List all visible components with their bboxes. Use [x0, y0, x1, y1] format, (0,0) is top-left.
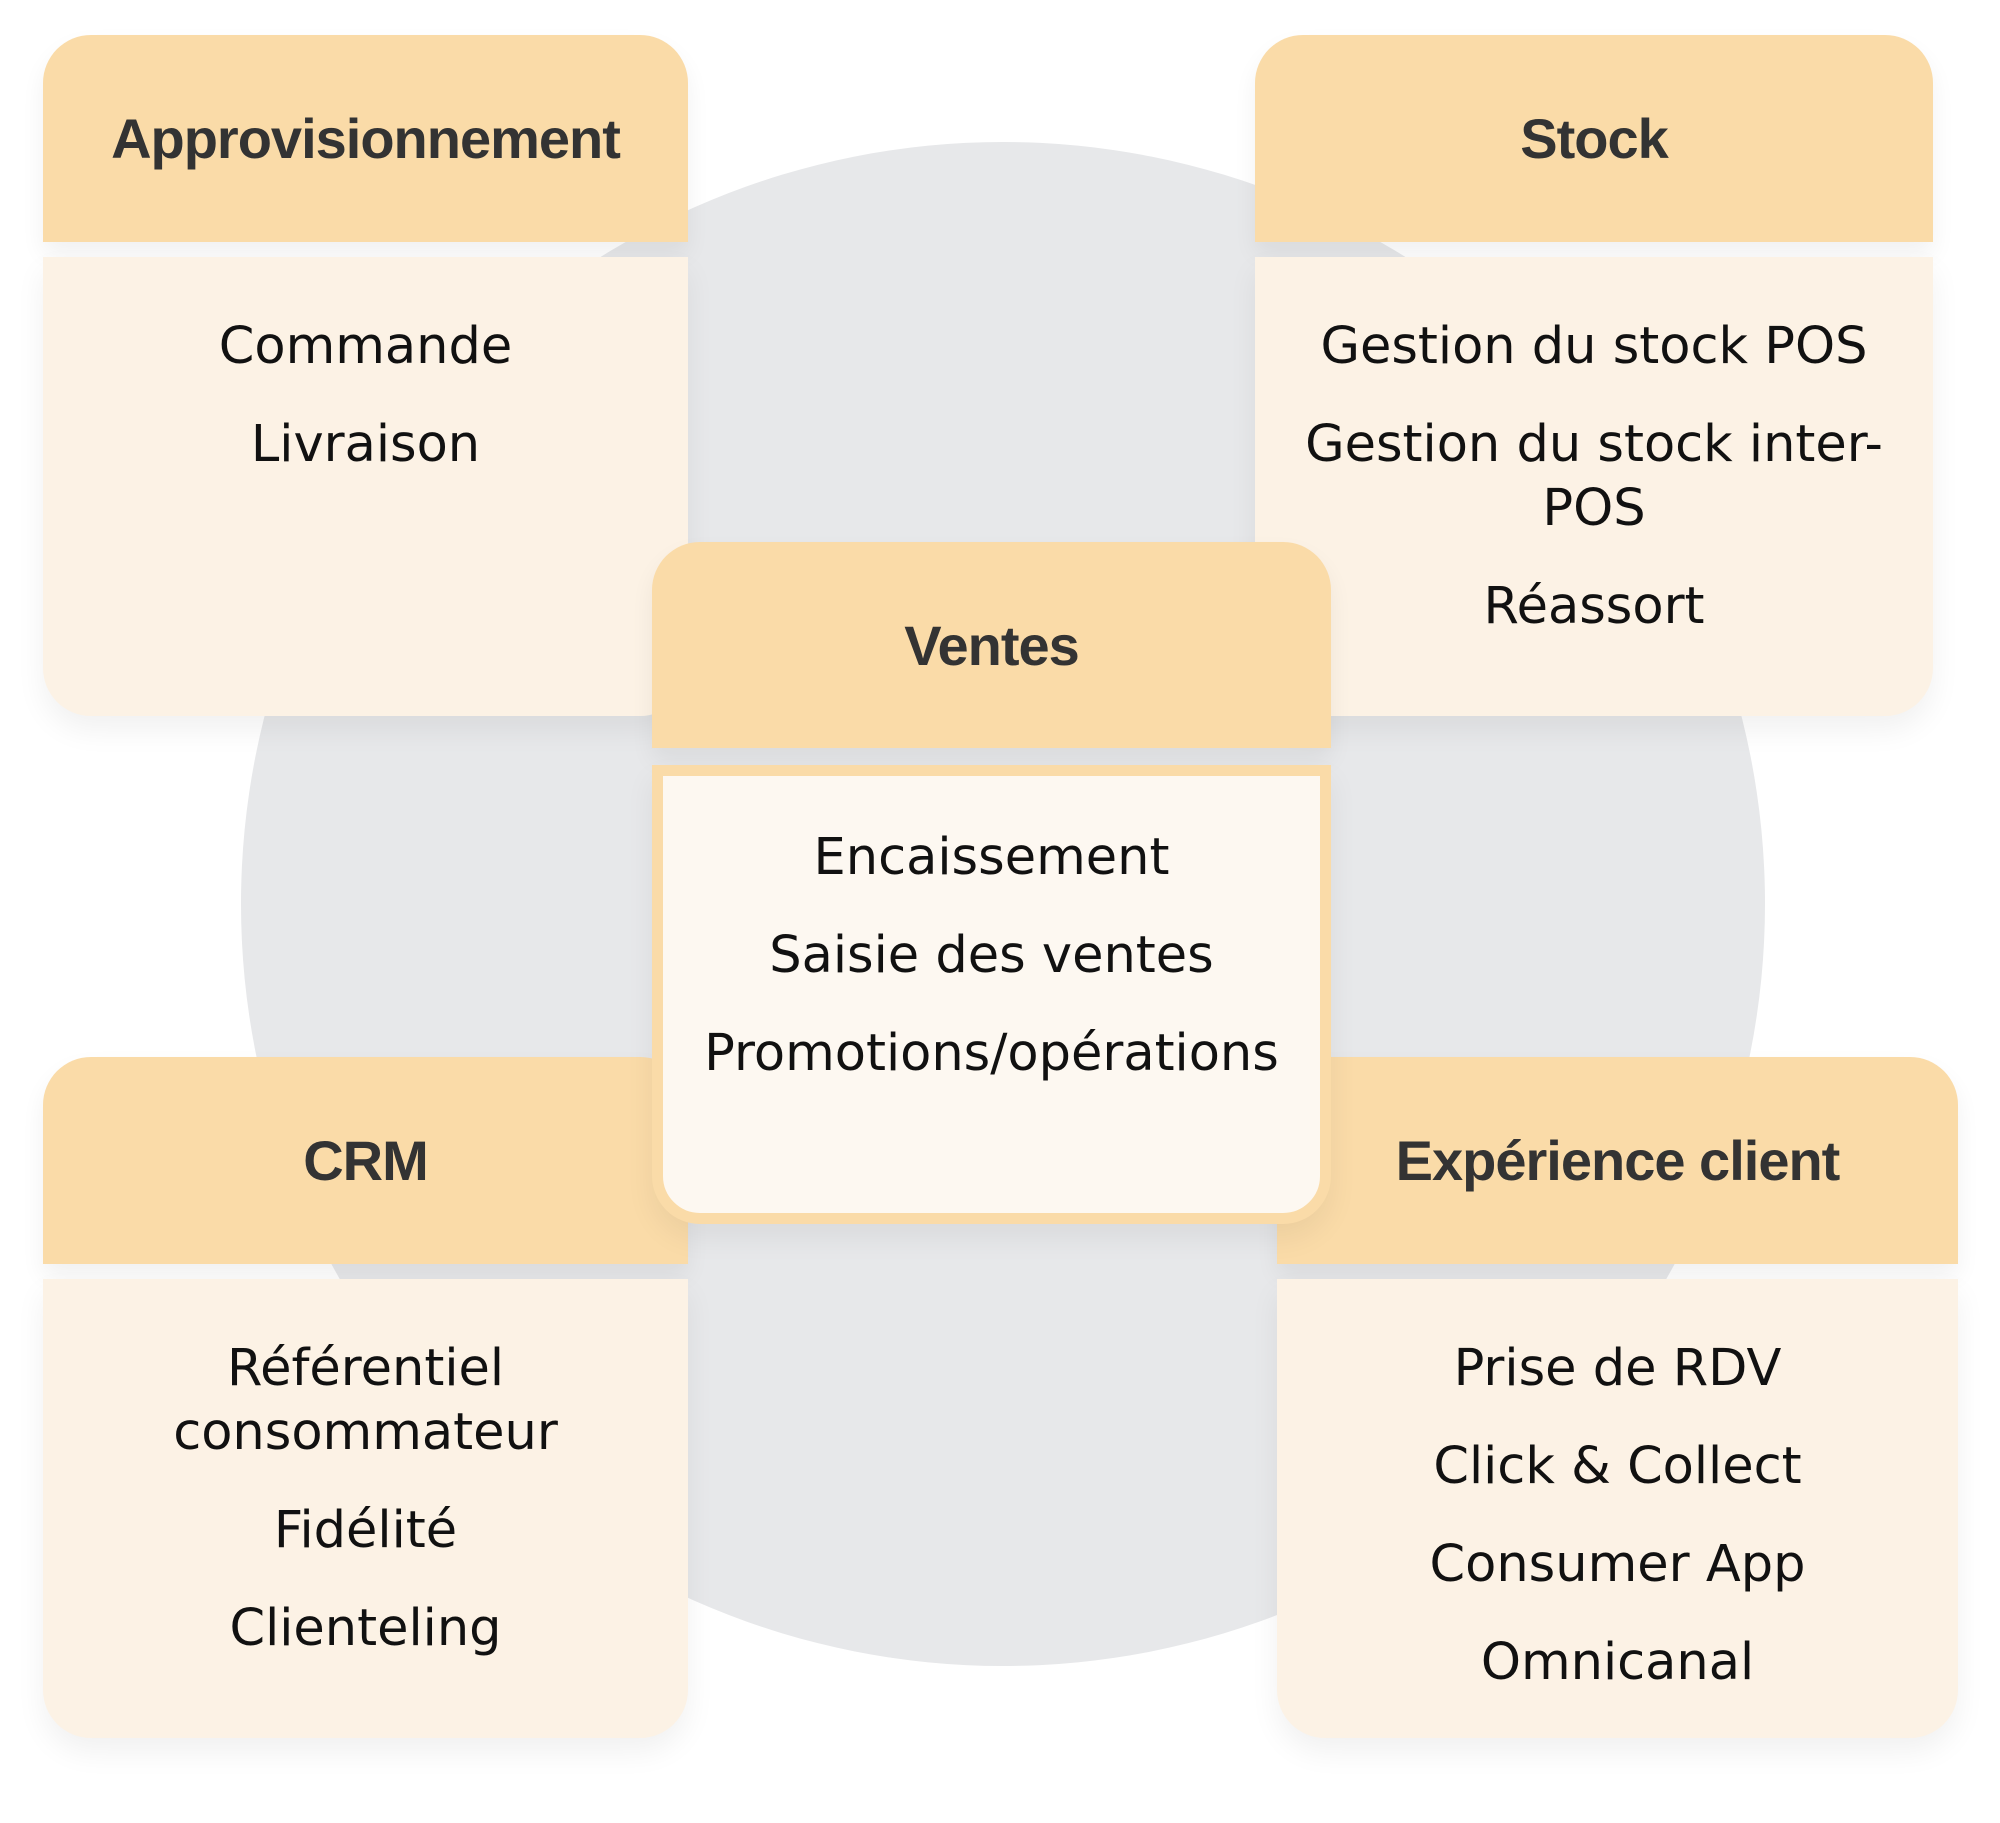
list-item: Saisie des ventes: [769, 926, 1214, 985]
card-header: Ventes: [652, 542, 1331, 748]
card-title: CRM: [303, 1129, 429, 1192]
card-header: CRM: [43, 1057, 688, 1264]
list-item: Prise de RDV: [1453, 1339, 1782, 1398]
card-header: Approvisionnement: [43, 35, 688, 242]
list-item: Livraison: [250, 415, 481, 474]
list-item: Omnicanal: [1480, 1633, 1755, 1692]
list-item: Réassort: [1483, 577, 1705, 636]
list-item: Encaissement: [813, 828, 1170, 887]
card-title: Stock: [1520, 107, 1668, 170]
card-ventes: Ventes Encaissement Saisie des ventes Pr…: [652, 542, 1331, 1224]
card-body: Référentiel consommateur Fidélité Client…: [43, 1279, 688, 1738]
card-stock: Stock Gestion du stock POS Gestion du st…: [1255, 35, 1933, 716]
card-header: Stock: [1255, 35, 1933, 242]
card-approvisionnement: Approvisionnement Commande Livraison: [43, 35, 688, 716]
list-item: Click & Collect: [1433, 1437, 1802, 1496]
card-body: Commande Livraison: [43, 257, 688, 716]
card-crm: CRM Référentiel consommateur Fidélité Cl…: [43, 1057, 688, 1738]
list-item: Fidélité: [273, 1501, 458, 1560]
list-item: Clienteling: [229, 1599, 502, 1658]
card-body: Prise de RDV Click & Collect Consumer Ap…: [1277, 1279, 1958, 1738]
list-item: Gestion du stock POS: [1320, 317, 1868, 376]
list-item: Commande: [218, 317, 513, 376]
list-item: Gestion du stock inter-POS: [1305, 415, 1883, 538]
list-item: Promotions/opérations: [704, 1024, 1279, 1083]
card-body: Encaissement Saisie des ventes Promotion…: [652, 765, 1331, 1224]
card-body: Gestion du stock POS Gestion du stock in…: [1255, 257, 1933, 716]
list-item: Référentiel consommateur: [173, 1339, 558, 1462]
card-experience-client: Expérience client Prise de RDV Click & C…: [1277, 1057, 1958, 1738]
card-title: Expérience client: [1395, 1129, 1841, 1192]
list-item: Consumer App: [1429, 1535, 1806, 1594]
card-header: Expérience client: [1277, 1057, 1958, 1264]
card-title: Approvisionnement: [111, 107, 621, 170]
card-title: Ventes: [904, 613, 1080, 677]
